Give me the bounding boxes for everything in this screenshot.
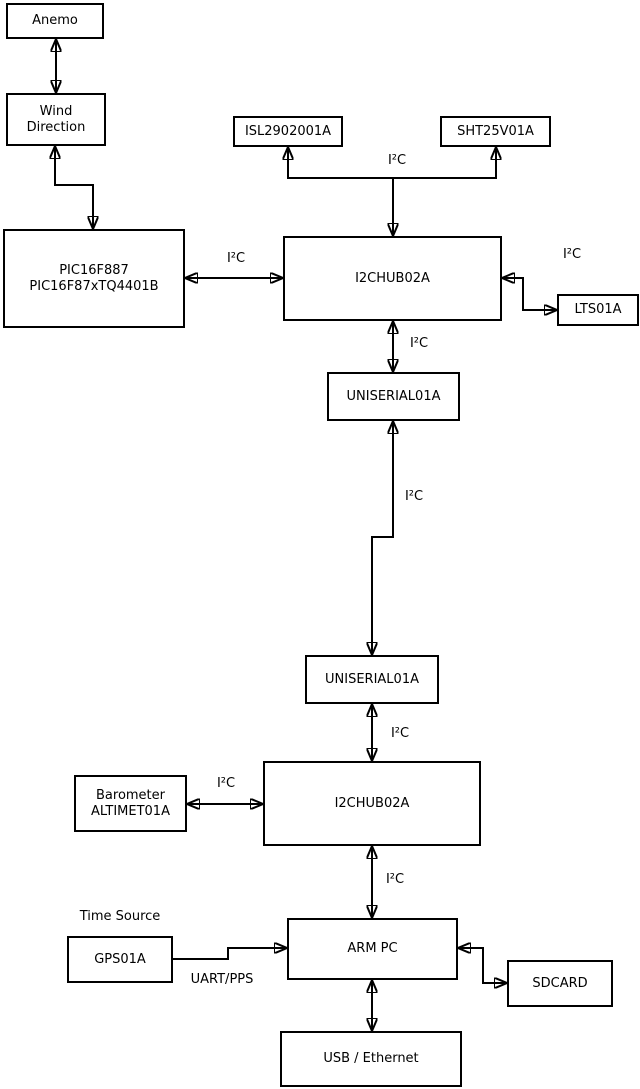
node-arm-pc-label: ARM PC: [347, 941, 398, 956]
node-anemo-label: Anemo: [32, 13, 78, 28]
node-gps01a-label: GPS01A: [94, 951, 146, 967]
node-i2chub02a-2-label: I2CHUB02A: [334, 795, 410, 811]
node-i2chub02a-1: I2CHUB02A: [283, 236, 502, 321]
node-usb-ethernet-label: USB / Ethernet: [323, 1051, 419, 1066]
edge-winddirection-pic: [55, 146, 93, 229]
edge-uniserial1-uniserial2: [372, 421, 393, 655]
node-uniserial01a-2-label: UNISERIAL01A: [325, 671, 419, 687]
node-pic16f887: PIC16F887 PIC16F87xTQ4401B: [3, 229, 185, 328]
node-sdcard-label: SDCARD: [532, 975, 588, 991]
node-uniserial01a-2: UNISERIAL01A: [305, 655, 439, 704]
node-wind-direction-label-line2: Direction: [26, 119, 86, 135]
node-i2chub02a-1-label: I2CHUB02A: [355, 270, 430, 286]
edge-label-i2c-uniserial-hub2: I²C: [390, 726, 410, 741]
node-i2chub02a-2: I2CHUB02A: [263, 761, 481, 846]
node-isl2902001a-label: ISL2902001A: [244, 123, 332, 139]
node-isl2902001a: ISL2902001A: [233, 116, 343, 147]
node-wind-direction: Wind Direction: [6, 93, 106, 146]
edge-label-i2c-barometer-hub2: I²C: [216, 776, 236, 791]
edge-label-i2c-sensors-bus: I²C: [387, 153, 407, 168]
edge-hub1-lts: [502, 278, 557, 310]
node-lts01a: LTS01A: [557, 294, 639, 326]
node-usb-ethernet: USB / Ethernet: [280, 1031, 462, 1087]
node-uniserial01a-1: UNISERIAL01A: [327, 372, 460, 421]
node-barometer: Barometer ALTIMET01A: [74, 775, 187, 832]
edge-label-i2c-hub2-armpc: I²C: [385, 872, 405, 887]
node-lts01a-label: LTS01A: [574, 302, 622, 317]
node-barometer-label-line2: ALTIMET01A: [91, 803, 170, 819]
node-sdcard: SDCARD: [507, 960, 613, 1007]
node-wind-direction-label-line1: Wind: [39, 103, 73, 119]
node-gps01a: GPS01A: [67, 936, 173, 983]
node-sht25v01a: SHT25V01A: [440, 116, 551, 147]
edge-label-i2c-hub1-uniserial: I²C: [409, 336, 429, 351]
node-pic16f887-label-line2: PIC16F87xTQ4401B: [29, 278, 159, 294]
edge-label-uart-pps: UART/PPS: [190, 972, 254, 987]
edge-label-i2c-pic-hub1: I²C: [226, 251, 246, 266]
node-anemo: Anemo: [6, 3, 104, 39]
edge-gps-armpc: [173, 948, 287, 960]
edge-armpc-sdcard: [458, 948, 507, 983]
node-pic16f887-label-line1: PIC16F887: [59, 262, 129, 278]
edge-label-time-source: Time Source: [79, 909, 161, 924]
edge-label-i2c-hub1-lts: I²C: [562, 247, 582, 262]
edge-label-i2c-uniserial-link: I²C: [404, 489, 424, 504]
node-sht25v01a-label: SHT25V01A: [457, 123, 534, 139]
node-arm-pc: ARM PC: [287, 918, 458, 980]
node-uniserial01a-1-label: UNISERIAL01A: [346, 388, 441, 404]
node-barometer-label-line1: Barometer: [96, 787, 165, 803]
